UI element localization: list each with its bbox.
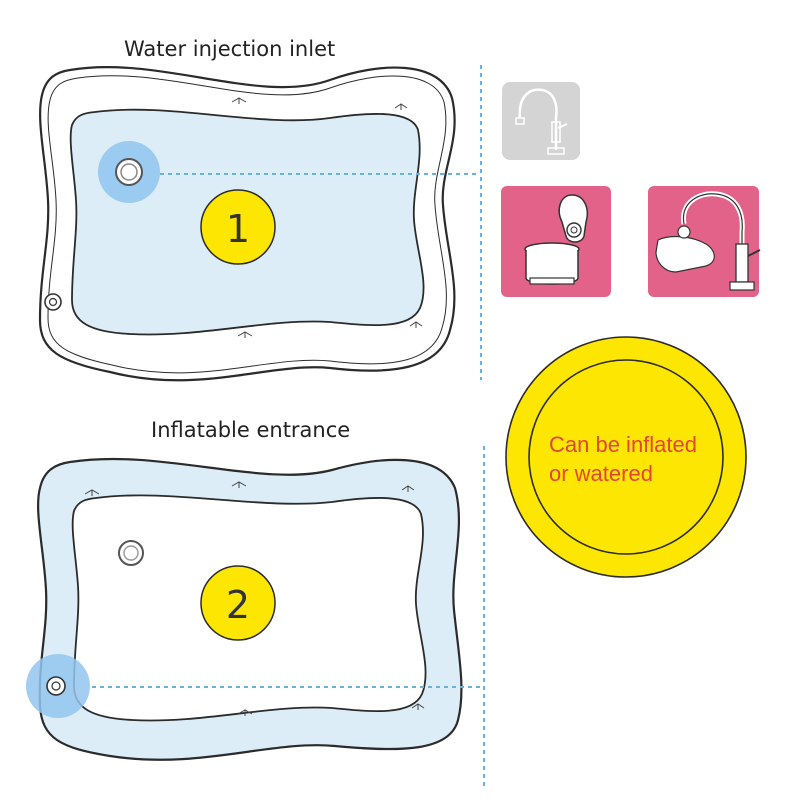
inflatable-entrance-label: Inflatable entrance [151, 418, 351, 442]
faucet-icon [502, 82, 580, 160]
step-2-circle: 2 [200, 565, 276, 641]
pump-bottle-icon [501, 186, 611, 297]
step-2-number: 2 [226, 583, 250, 627]
step-1-circle: 1 [200, 189, 276, 265]
step-1-number: 1 [226, 207, 250, 251]
mat-air-filled: 2 [26, 457, 484, 761]
water-injection-inlet-label: Water injection inlet [124, 37, 336, 61]
badge-text-line-1: Can be inflated [549, 432, 697, 457]
badge-text-line-2: or watered [549, 461, 653, 486]
inflate-or-water-badge [505, 336, 747, 578]
mat-water-filled: 1 [38, 66, 478, 382]
air-valve-small [44, 293, 62, 311]
badge-text: Can be inflated or watered [549, 430, 739, 488]
faucet-filling-icon [648, 186, 761, 297]
air-entrance-valve [46, 676, 66, 696]
